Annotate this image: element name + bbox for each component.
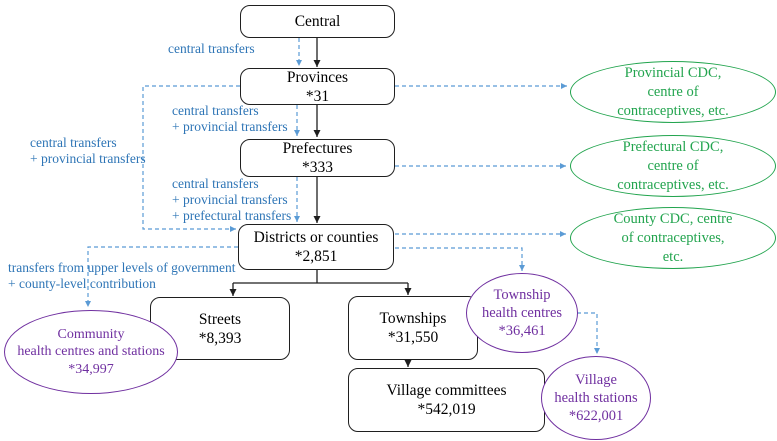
ellipse-provincial-cdc-line1: Provincial CDC,	[624, 64, 722, 81]
node-prefectures: Prefectures *333	[240, 139, 395, 177]
node-townships: Townships *31,550	[348, 296, 478, 360]
node-streets-label: Streets	[198, 310, 242, 328]
ellipse-prefectural-cdc-line1: Prefectural CDC,	[622, 138, 724, 155]
label-central-transfers-line1: central transfers	[168, 41, 255, 56]
label-prefectures-districts-line2: + provincial transfers	[172, 192, 288, 207]
label-provinces-districts-left-line1: central transfers	[30, 135, 117, 150]
label-provinces-prefectures-transfers: central transfers + provincial transfers	[172, 103, 288, 135]
ellipse-prefectural-cdc: Prefectural CDC, centre of contraceptive…	[570, 135, 776, 197]
label-provinces-prefectures-line2: + provincial transfers	[172, 119, 288, 134]
ellipse-prefectural-cdc-line2: centre of	[647, 157, 699, 174]
label-upper-levels-line2: + county-level contribution	[8, 276, 156, 291]
label-provinces-districts-left-transfers: central transfers + provincial transfers	[30, 135, 146, 167]
ellipse-community-health-line3: *34,997	[68, 361, 114, 377]
node-village-committees-label: Village committees	[386, 382, 507, 399]
node-village-committees-count: *542,019	[417, 401, 476, 418]
ellipse-county-cdc-line2: of contraceptives,	[621, 229, 725, 246]
ellipse-community-health: Community health centres and stations *3…	[4, 310, 178, 394]
node-townships-label: Townships	[379, 310, 447, 327]
edge-provinces-districts-left-dashed	[142, 85, 240, 232]
label-prefectures-districts-line1: central transfers	[172, 176, 259, 191]
ellipse-village-health-line1: Village	[575, 372, 617, 388]
label-upper-levels-transfers: transfers from upper levels of governmen…	[8, 260, 236, 292]
label-provinces-districts-left-line2: + provincial transfers	[30, 151, 146, 166]
ellipse-provincial-cdc: Provincial CDC, centre of contraceptives…	[570, 61, 776, 123]
node-central: Central	[240, 5, 395, 38]
label-upper-levels-line1: transfers from upper levels of governmen…	[8, 260, 236, 275]
node-streets-count: *8,393	[198, 329, 242, 347]
node-central-label: Central	[294, 13, 341, 30]
node-village-committees: Village committees *542,019	[348, 368, 545, 432]
node-provinces: Provinces *31	[240, 68, 395, 105]
edge-districts-branch-line	[233, 270, 408, 284]
node-districts: Districts or counties *2,851	[238, 224, 394, 270]
node-townships-count: *31,550	[387, 329, 439, 346]
node-districts-label: Districts or counties	[253, 229, 379, 246]
node-provinces-label: Provinces	[286, 68, 349, 86]
ellipse-provincial-cdc-line3: contraceptives, etc.	[617, 102, 729, 119]
ellipse-township-health-line1: Township	[493, 287, 551, 303]
node-provinces-count: *31	[305, 87, 330, 105]
ellipse-township-health-line2: health centres	[481, 305, 563, 321]
node-districts-count: *2,851	[294, 248, 338, 265]
label-prefectures-districts-line3: + prefectural transfers	[172, 208, 292, 223]
node-prefectures-count: *333	[302, 159, 333, 176]
edge-districts-townshiphealth-dashed	[395, 247, 525, 271]
ellipse-county-cdc-line3: etc.	[662, 248, 684, 265]
ellipse-village-health-line2: health stations	[554, 390, 638, 406]
ellipse-community-health-line2: health centres and stations	[17, 344, 165, 360]
edge-districts-community-dashed	[85, 246, 238, 307]
ellipse-county-cdc: County CDC, centre of contraceptives, et…	[570, 207, 776, 269]
ellipse-village-health-line3: *622,001	[568, 408, 624, 424]
ellipse-provincial-cdc-line2: centre of	[647, 83, 699, 100]
label-provinces-prefectures-line1: central transfers	[172, 103, 259, 118]
ellipse-community-health-line1: Community	[57, 326, 125, 342]
ellipse-village-health: Village health stations *622,001	[541, 356, 651, 440]
label-central-transfers: central transfers	[168, 41, 255, 57]
ellipse-township-health: Township health centres *36,461	[466, 273, 578, 353]
ellipse-county-cdc-line1: County CDC, centre	[613, 210, 733, 227]
node-prefectures-label: Prefectures	[282, 140, 353, 157]
ellipse-prefectural-cdc-line3: contraceptives, etc.	[617, 176, 729, 193]
ellipse-township-health-line3: *36,461	[498, 323, 546, 339]
label-prefectures-districts-transfers: central transfers + provincial transfers…	[172, 176, 291, 224]
edge-townshiphealth-villagehealth-dashed	[577, 312, 600, 354]
